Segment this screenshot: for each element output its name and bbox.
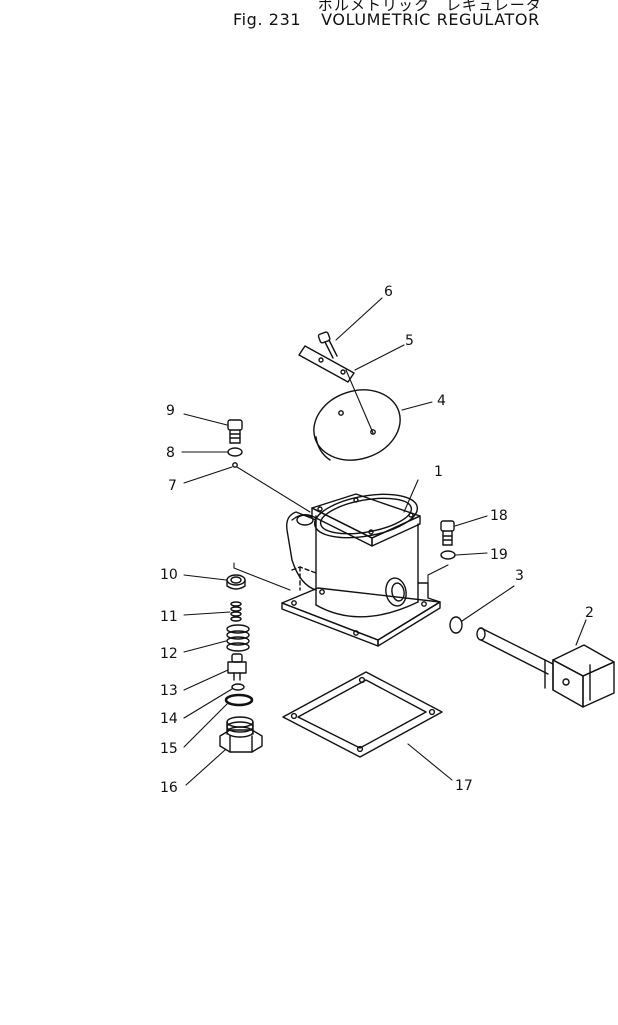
callout-7: 7 bbox=[168, 478, 177, 494]
callout-5: 5 bbox=[405, 333, 414, 349]
part-16-plug bbox=[219, 716, 263, 753]
callout-15: 15 bbox=[160, 741, 178, 757]
callout-13: 13 bbox=[160, 683, 178, 699]
leader-lines bbox=[181, 297, 587, 786]
callout-10: 10 bbox=[160, 567, 178, 583]
figure-number: Fig. 231 bbox=[233, 10, 302, 29]
part-11-spring bbox=[230, 601, 242, 622]
part-5-plate bbox=[298, 345, 355, 383]
part-1-housing bbox=[281, 493, 441, 647]
callout-17: 17 bbox=[455, 778, 473, 794]
figure-title: Fig. 231 VOLUMETRIC REGULATOR bbox=[233, 10, 540, 29]
callout-8: 8 bbox=[166, 445, 175, 461]
part-9-bolt bbox=[227, 419, 243, 444]
part-8-washer bbox=[227, 447, 243, 457]
title-japanese: ボルメトリック レギュレータ bbox=[318, 0, 542, 14]
part-3-o-ring bbox=[449, 616, 463, 634]
part-6-bolt bbox=[317, 331, 338, 359]
callout-18: 18 bbox=[490, 508, 508, 524]
callout-12: 12 bbox=[160, 646, 178, 662]
callout-16: 16 bbox=[160, 780, 178, 796]
callout-11: 11 bbox=[160, 609, 178, 625]
callout-19: 19 bbox=[490, 547, 508, 563]
figure-name: VOLUMETRIC REGULATOR bbox=[321, 10, 540, 29]
part-4-cover-disc bbox=[313, 389, 401, 461]
callout-2: 2 bbox=[585, 605, 594, 621]
callout-9: 9 bbox=[166, 403, 175, 419]
part-18-bolt bbox=[440, 520, 455, 546]
part-15-o-ring bbox=[224, 693, 254, 707]
callout-14: 14 bbox=[160, 711, 178, 727]
part-7-ring bbox=[232, 462, 238, 468]
part-14-ring bbox=[231, 683, 245, 691]
callout-6: 6 bbox=[384, 284, 393, 300]
part-13-valve bbox=[227, 653, 247, 681]
callout-numbers: 1 2 3 4 5 6 7 8 9 10 11 12 13 14 15 16 1… bbox=[160, 284, 594, 796]
callout-1: 1 bbox=[434, 464, 443, 480]
callout-3: 3 bbox=[515, 568, 524, 584]
callout-4: 4 bbox=[437, 393, 446, 409]
part-17-gasket bbox=[282, 671, 443, 758]
part-19-washer bbox=[440, 550, 456, 560]
part-10-cap bbox=[226, 574, 246, 590]
part-12-spring bbox=[226, 624, 250, 652]
part-2-shaft-lever bbox=[476, 627, 615, 708]
